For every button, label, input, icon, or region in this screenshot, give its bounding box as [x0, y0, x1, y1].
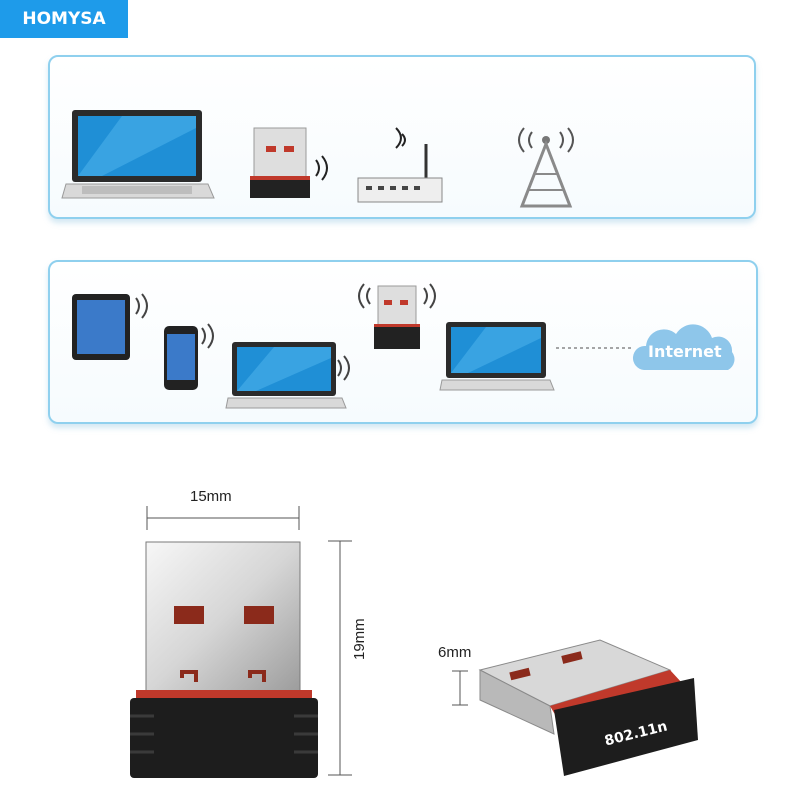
width-dimension-line — [146, 506, 300, 530]
connection-line — [556, 347, 632, 349]
depth-dimension-line — [452, 670, 468, 706]
usb-adapter-front-image — [130, 541, 318, 778]
laptop-icon — [439, 322, 555, 391]
tablet-icon — [72, 293, 148, 360]
usb-adapter-icon — [250, 127, 328, 198]
brand-logo: HOMYSA — [0, 0, 128, 38]
signal-tower-icon — [518, 127, 574, 208]
laptop-icon — [225, 342, 350, 409]
smartphone-icon — [164, 323, 214, 390]
router-icon — [357, 127, 443, 203]
usb-adapter-icon — [358, 283, 436, 349]
depth-label: 6mm — [438, 644, 472, 661]
laptop-icon — [61, 110, 215, 199]
cloud-icon — [632, 324, 735, 370]
usb-adapter-side-image — [478, 639, 698, 776]
height-label: 19mm — [351, 618, 368, 660]
width-label: 15mm — [190, 488, 232, 505]
height-dimension-line — [328, 540, 352, 776]
cloud-label: Internet — [648, 342, 722, 361]
